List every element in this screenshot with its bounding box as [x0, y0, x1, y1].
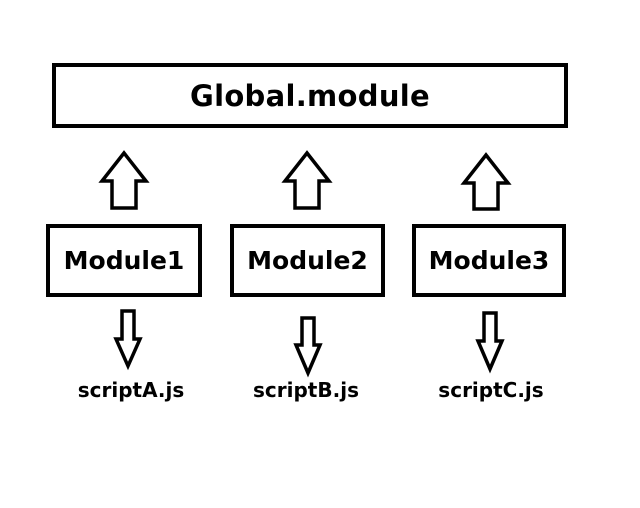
down-arrow-icon: [293, 316, 323, 378]
script-b-label: scriptB.js: [253, 378, 359, 402]
global-module-label: Global.module: [189, 78, 430, 113]
down-arrow-icon: [475, 311, 505, 374]
script-c-label: scriptC.js: [438, 378, 544, 402]
up-arrow-icon: [281, 150, 333, 210]
script-a-label: scriptA.js: [77, 378, 185, 402]
module3-box: Module3: [412, 224, 566, 297]
down-arrow-icon: [113, 309, 143, 371]
module1-label: Module1: [63, 246, 185, 275]
module3-label: Module3: [428, 246, 550, 275]
module1-box: Module1: [46, 224, 202, 297]
global-module-box: Global.module: [52, 63, 568, 128]
module2-box: Module2: [230, 224, 385, 297]
module2-label: Module2: [247, 246, 368, 275]
up-arrow-icon: [460, 152, 512, 211]
up-arrow-icon: [98, 150, 150, 210]
